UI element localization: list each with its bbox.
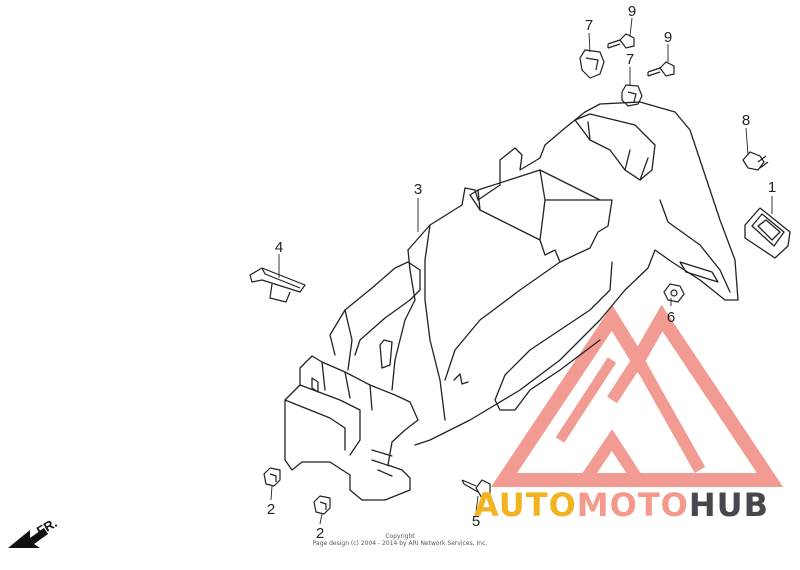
callout-6: 6 — [667, 309, 675, 326]
leader-lines — [270, 17, 773, 525]
copyright-notice: Copyright Page design (c) 2004 - 2014 by… — [300, 533, 500, 547]
part-6-nut — [663, 283, 685, 303]
rear-fender-assembly — [284, 101, 739, 501]
callout-4: 4 — [275, 239, 283, 256]
part-4-strap — [249, 267, 306, 303]
part-5-bolt — [461, 479, 491, 499]
copyright-line-2: Page design (c) 2004 - 2014 by ARI Netwo… — [312, 540, 488, 547]
part-9-screw-upper — [607, 33, 635, 49]
callout-5: 5 — [472, 513, 480, 530]
callout-numbers: 1 2 2 3 4 5 6 7 7 8 9 9 — [267, 3, 776, 542]
copyright-line-1: Copyright — [385, 533, 415, 540]
callout-9-lower: 9 — [664, 29, 672, 46]
callout-1: 1 — [768, 179, 776, 196]
part-2-clip-right — [313, 495, 331, 515]
part-1-grommet — [744, 207, 791, 259]
callout-2-right: 2 — [316, 525, 324, 542]
watermark-brand: AUTOMOTOHUB — [474, 486, 769, 524]
brand-hub: HUB — [688, 486, 770, 524]
callout-8: 8 — [742, 112, 750, 129]
callout-9-upper: 9 — [628, 3, 636, 20]
callout-7-lower: 7 — [626, 51, 634, 68]
front-direction-arrow: FR. — [8, 515, 60, 548]
part-8-bolt — [742, 151, 769, 171]
part-7-clip-lower — [621, 84, 643, 107]
part-9-screw-lower — [647, 61, 675, 77]
part-7-clip-upper — [579, 49, 605, 79]
watermark-logo — [490, 304, 784, 487]
callout-7-upper: 7 — [585, 17, 593, 34]
callout-2-left: 2 — [267, 501, 275, 518]
brand-auto: AUTO — [474, 486, 577, 524]
part-2-clip-left — [263, 467, 281, 487]
callout-3: 3 — [414, 181, 422, 198]
brand-moto: MOTO — [576, 486, 689, 524]
